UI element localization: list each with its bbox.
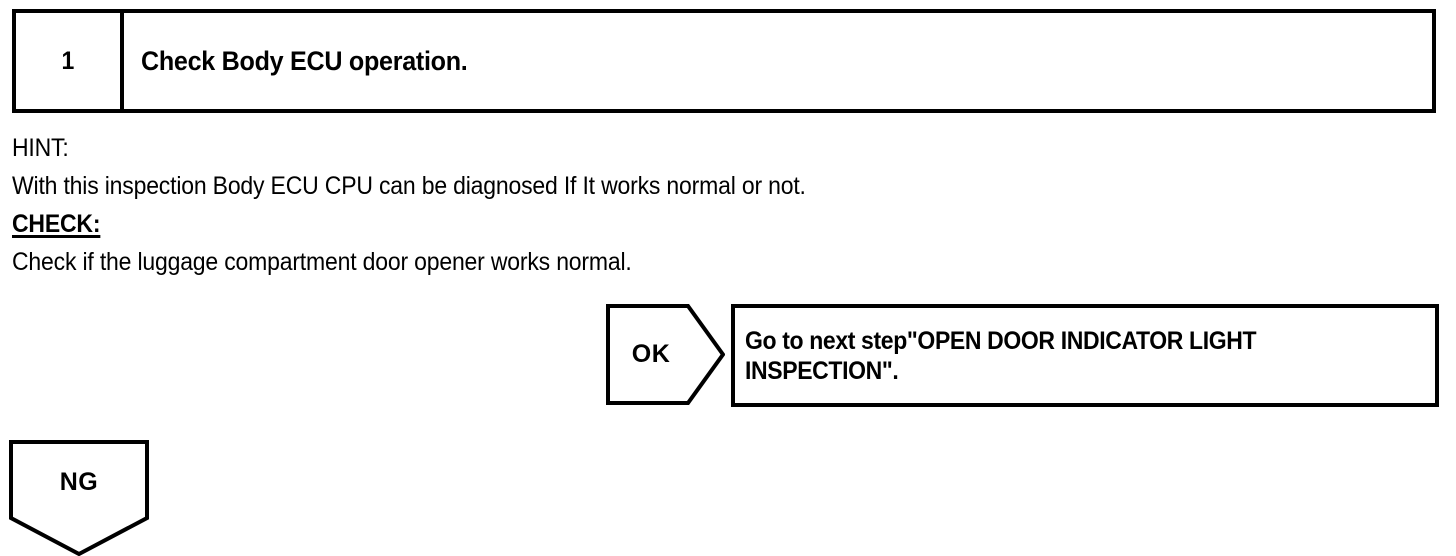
- ok-result-text: Go to next step"OPEN DOOR INDICATOR LIGH…: [745, 326, 1257, 385]
- step-number-cell: 1: [16, 13, 124, 109]
- step-body-text: HINT: With this inspection Body ECU CPU …: [12, 129, 1442, 281]
- step-header-box: 1 Check Body ECU operation.: [12, 9, 1436, 113]
- body-line-check-text: Check if the luggage compartment door op…: [12, 248, 632, 276]
- body-line-hint-label: HINT:: [12, 134, 69, 162]
- step-title: Check Body ECU operation.: [141, 45, 468, 76]
- ng-branch-arrow: [9, 440, 149, 556]
- ok-branch-arrow: [606, 304, 725, 405]
- ok-result-box: Go to next step"OPEN DOOR INDICATOR LIGH…: [731, 304, 1439, 407]
- body-line-hint-text: With this inspection Body ECU CPU can be…: [12, 172, 806, 200]
- step-title-cell: Check Body ECU operation.: [124, 13, 1432, 109]
- step-number: 1: [61, 46, 75, 75]
- body-line-check-label: CHECK:: [12, 210, 101, 238]
